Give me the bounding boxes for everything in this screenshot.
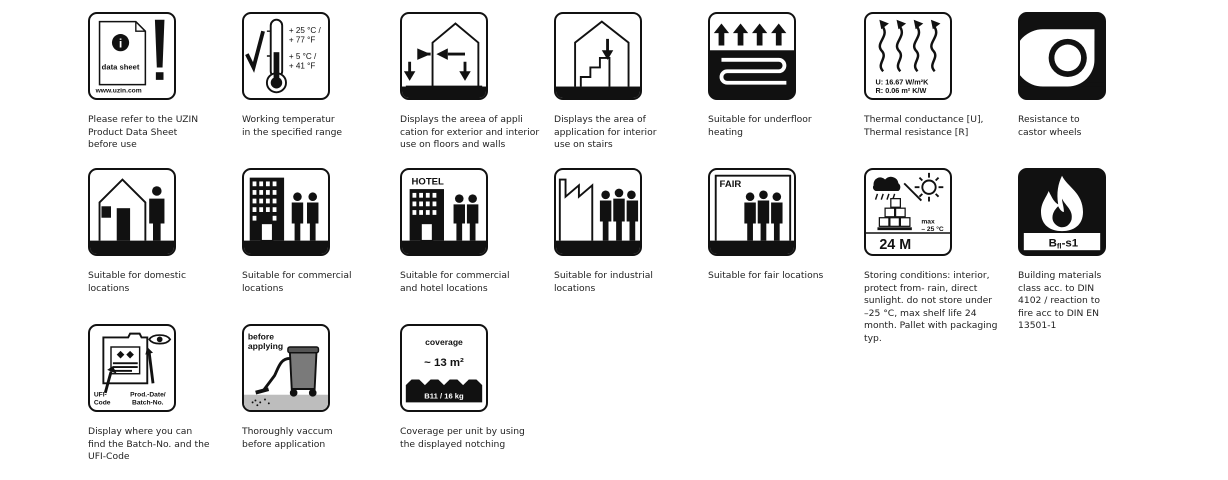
temp-upper-f: + 77 °F [289,36,316,45]
datasheet-caption: Please refer to the UZIN Product Data Sh… [88,114,199,150]
ufi-caption: Display where you can find the Batch-No.… [88,426,210,462]
storage-temp-label: – 25 °C [921,225,944,233]
coverage-caption: Coverage per unit by using the displayed… [400,426,525,450]
storage-months-label: 24 M [879,237,911,253]
vacuum-label-1: before [248,331,274,341]
hotel-caption: Suitable for commercial and hotel locati… [400,270,510,294]
hotel-label: HOTEL [412,176,444,187]
domestic-caption: Suitable for domestic locations [88,270,186,294]
temp-lower-c: + 5 °C / [289,52,317,61]
coverage-value: ~ 13 m² [424,357,464,369]
house-person-icon [88,168,176,256]
storage-conditions-icon: max – 25 °C 24 M [864,168,952,256]
coverage-notch-label: B11 / 16 kg [424,392,464,401]
vacuum-caption: Thoroughly vaccum before application [242,426,333,450]
coverage-label: coverage [425,337,463,347]
vacuum-cleaner-icon: before applying [242,324,330,412]
flame-icon: Bfl-s1 [1018,168,1106,256]
coverage-notching-icon: coverage ~ 13 m² B11 / 16 kg [400,324,488,412]
underfloor-caption: Suitable for underfloor heating [708,114,812,138]
temperature-caption: Working temperatur in the specified rang… [242,114,343,138]
vacuum-label-2: applying [248,341,283,351]
thermal-r-value: R: 0.06 m² K/W [876,86,927,95]
factory-icon [554,168,642,256]
thermometer-icon: + 25 °C / + 77 °F + 5 °C / + 41 °F [242,12,330,100]
prod-label-1: Prod.-Date/ [130,392,166,399]
floors-walls-icon [400,12,488,100]
ufi-label-2: Code [94,399,111,406]
fair-hall-icon: FAIR [708,168,796,256]
prod-label-2: Batch-No. [132,399,164,406]
stairs-caption: Displays the area of application for int… [554,114,657,150]
temp-lower-f: + 41 °F [289,61,316,70]
thermal-caption: Thermal conductance [U], Thermal resista… [864,114,984,138]
commercial-caption: Suitable for commercial locations [242,270,352,294]
fair-caption: Suitable for fair locations [708,270,824,281]
storage-max-label: max [921,218,935,225]
data-sheet-icon: i data sheet www.uzin.com [88,12,176,100]
underfloor-heating-icon [708,12,796,100]
castor-wheel-icon [1018,12,1106,100]
datasheet-label: data sheet [102,62,140,71]
datasheet-url: www.uzin.com [95,87,142,94]
ufi-label-1: UFI- [94,392,107,399]
temp-upper-c: + 25 °C / [289,26,322,35]
industrial-caption: Suitable for industrial locations [554,270,653,294]
walls-caption: Displays the areea of appli cation for e… [400,114,540,150]
stairs-icon [554,12,642,100]
storage-caption: Storing conditions: interior, protect fr… [864,270,998,344]
thermal-u-value: U: 16.67 W/m²K [876,78,930,87]
office-building-icon [242,168,330,256]
thermal-waves-icon: U: 16.67 W/m²K R: 0.06 m² K/W [864,12,952,100]
ufi-container-icon: UFI- Code Prod.-Date/ Batch-No. [88,324,176,412]
fire-caption: Building materials class acc. to DIN 410… [1018,270,1102,331]
hotel-building-icon: HOTEL [400,168,488,256]
castor-caption: Resistance to castor wheels [1018,114,1082,138]
svg-text:i: i [119,36,122,50]
fair-label: FAIR [720,179,742,190]
fire-class-label: Bfl-s1 [1049,237,1079,250]
